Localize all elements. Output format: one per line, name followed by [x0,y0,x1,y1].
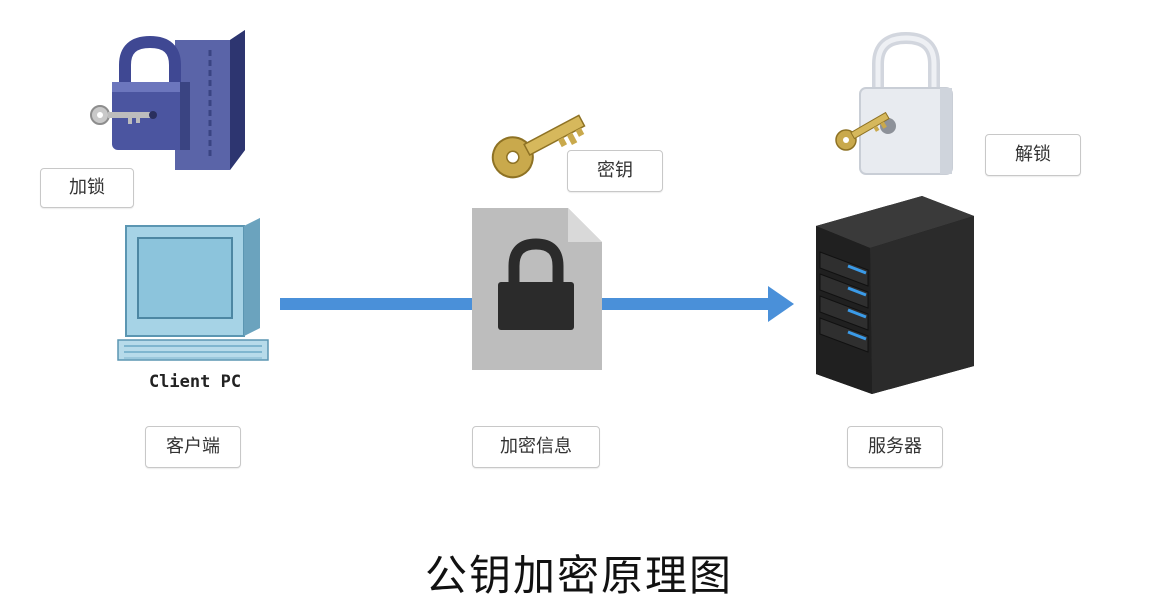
client-pc-label: Client PC [148,372,242,392]
client-label: 客户端 [145,426,241,468]
key-label: 密钥 [567,150,663,192]
server-label: 服务器 [847,426,943,468]
lock-label: 加锁 [40,168,134,208]
locked-document-icon [472,208,602,370]
server-tower-icon [816,196,974,394]
encrypted-info-label: 加密信息 [472,426,600,468]
unlock-label: 解锁 [985,134,1081,176]
blue-padlock-icon [90,30,245,170]
diagram-title: 公钥加密原理图 [424,551,733,600]
desktop-computer-icon [117,218,269,361]
gold-key-icon [491,114,586,179]
white-padlock-icon [835,31,953,175]
